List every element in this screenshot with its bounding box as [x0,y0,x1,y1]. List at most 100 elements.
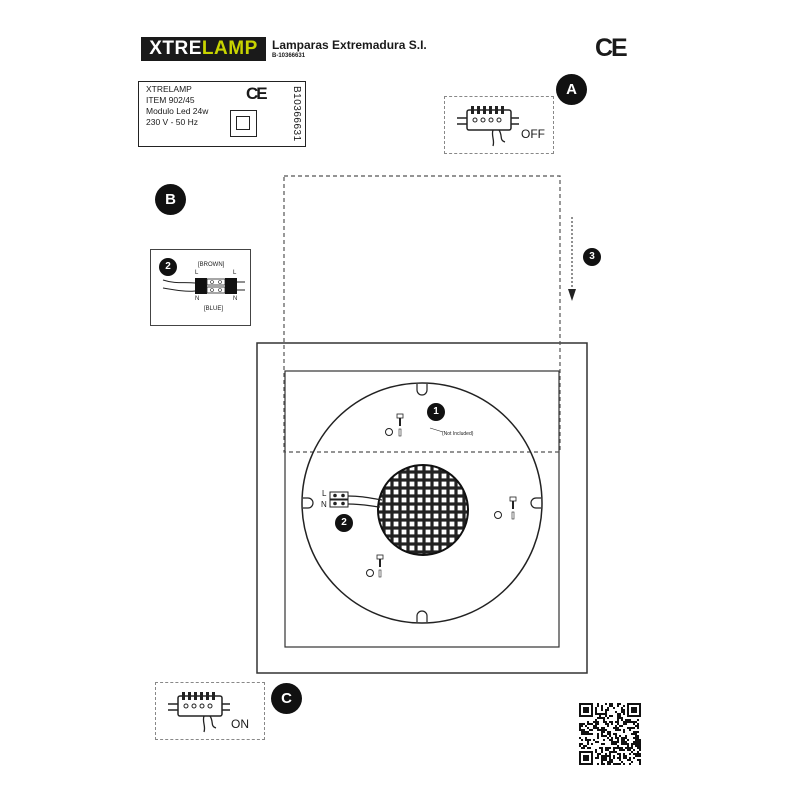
qr-module [623,741,625,743]
qr-module [579,727,581,729]
qr-module [581,723,583,725]
qr-module [621,725,623,727]
qr-module [605,755,607,757]
qr-module [619,725,621,727]
qr-module [597,733,599,735]
qr-module [603,743,605,745]
qr-module [635,721,637,723]
qr-module [639,747,641,749]
switch-on-panel [155,682,265,740]
qr-module [605,759,607,761]
qr-module [585,737,587,739]
qr-module [611,743,613,745]
qr-module [625,737,627,739]
qr-module [627,727,629,729]
qr-module [605,713,607,715]
qr-module [623,737,625,739]
qr-module [583,747,585,749]
qr-module [635,739,637,741]
qr-module [637,739,639,741]
qr-module [635,731,637,733]
terminal-n-left: N [195,296,200,302]
qr-module [609,761,611,763]
qr-module [611,703,613,705]
qr-module [623,763,625,765]
qr-module [597,763,599,765]
qr-module [601,713,603,715]
qr-module [615,725,617,727]
qr-module [583,745,585,747]
qr-module [589,747,591,749]
qr-module [639,759,641,761]
qr-module [629,721,631,723]
qr-module [629,727,631,729]
qr-module [623,709,625,711]
qr-module [625,743,627,745]
qr-module [597,721,599,723]
qr-module [617,753,619,755]
qr-module [609,735,611,737]
label-line-voltage: 230 V - 50 Hz [146,117,198,127]
ce-mark: CE [595,34,628,62]
qr-module [615,727,617,729]
qr-module [603,757,605,759]
qr-module [617,739,619,741]
qr-module [613,727,615,729]
qr-module [633,721,635,723]
qr-module [611,723,613,725]
qr-module [603,713,605,715]
qr-module [613,743,615,745]
qr-module [585,731,587,733]
qr-module [601,705,603,707]
qr-module [595,707,597,709]
qr-module [633,727,635,729]
qr-module [639,739,641,741]
qr-module [625,719,627,721]
qr-module [609,755,611,757]
qr-module [623,757,625,759]
qr-module [597,729,599,731]
qr-module [599,747,601,749]
qr-module [615,729,617,731]
qr-module [605,703,607,705]
qr-module [601,743,603,745]
qr-module [607,737,609,739]
qr-module [589,729,591,731]
not-included-note: (Not Included) [442,431,474,437]
qr-module [627,759,629,761]
qr-module [629,729,631,731]
qr-module [603,721,605,723]
qr-module [617,727,619,729]
qr-module [579,723,581,725]
label-line-brand: XTRELAMP [146,84,192,94]
qr-module [601,755,603,757]
qr-module [601,763,603,765]
qr-module [633,749,635,751]
qr-module [613,707,615,709]
qr-module [631,745,633,747]
qr-module [587,743,589,745]
qr-module [619,763,621,765]
qr-module [619,729,621,731]
qr-module [593,739,595,741]
qr-module [637,725,639,727]
qr-module [593,725,595,727]
qr-module [585,733,587,735]
qr-module [587,727,589,729]
qr-module [623,755,625,757]
qr-module [605,715,607,717]
qr-module [595,757,597,759]
qr-module [605,711,607,713]
step-a-badge: A [556,74,587,105]
qr-module [599,713,601,715]
qr-module [639,749,641,751]
qr-module [597,757,599,759]
qr-module [635,737,637,739]
qr-module [631,761,633,763]
qr-module [627,749,629,751]
qr-module [591,723,593,725]
qr-module [623,753,625,755]
qr-module [637,745,639,747]
qr-module [617,729,619,731]
qr-module [617,763,619,765]
